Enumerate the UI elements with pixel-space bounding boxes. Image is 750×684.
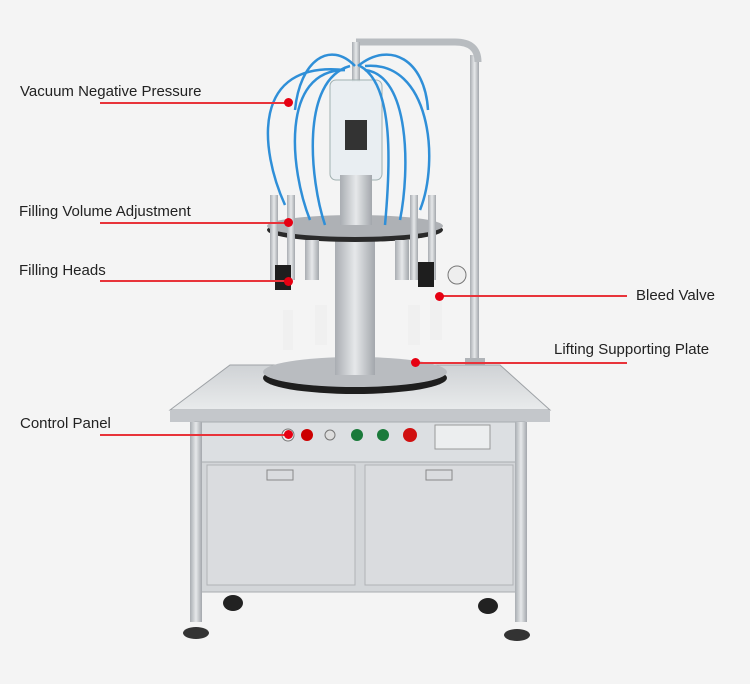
label-control-panel: Control Panel <box>20 415 111 432</box>
callout-line-control <box>100 434 288 436</box>
callout-dot-vacuum <box>284 98 293 107</box>
callout-line-lifting <box>416 362 627 364</box>
label-bleed-valve: Bleed Valve <box>636 287 715 304</box>
callout-line-bleed <box>440 295 627 297</box>
callout-dot-lifting <box>411 358 420 367</box>
filling-heads <box>270 195 467 350</box>
callout-dot-volume <box>284 218 293 227</box>
vacuum-chamber <box>329 79 383 225</box>
cabinet <box>168 364 552 641</box>
callout-dot-heads <box>284 277 293 286</box>
turntable <box>263 215 447 394</box>
label-lifting-supporting-plate: Lifting Supporting Plate <box>554 341 710 358</box>
callout-line-volume <box>100 222 288 224</box>
callout-dot-bleed <box>435 292 444 301</box>
callout-dot-control <box>284 430 293 439</box>
label-vacuum-negative-pressure: Vacuum Negative Pressure <box>20 83 202 100</box>
callout-line-heads <box>100 280 288 282</box>
blue-tubing <box>266 53 431 226</box>
label-filling-volume-adjustment: Filling Volume Adjustment <box>19 203 191 220</box>
label-filling-heads: Filling Heads <box>19 262 106 279</box>
callout-line-vacuum <box>100 102 288 104</box>
